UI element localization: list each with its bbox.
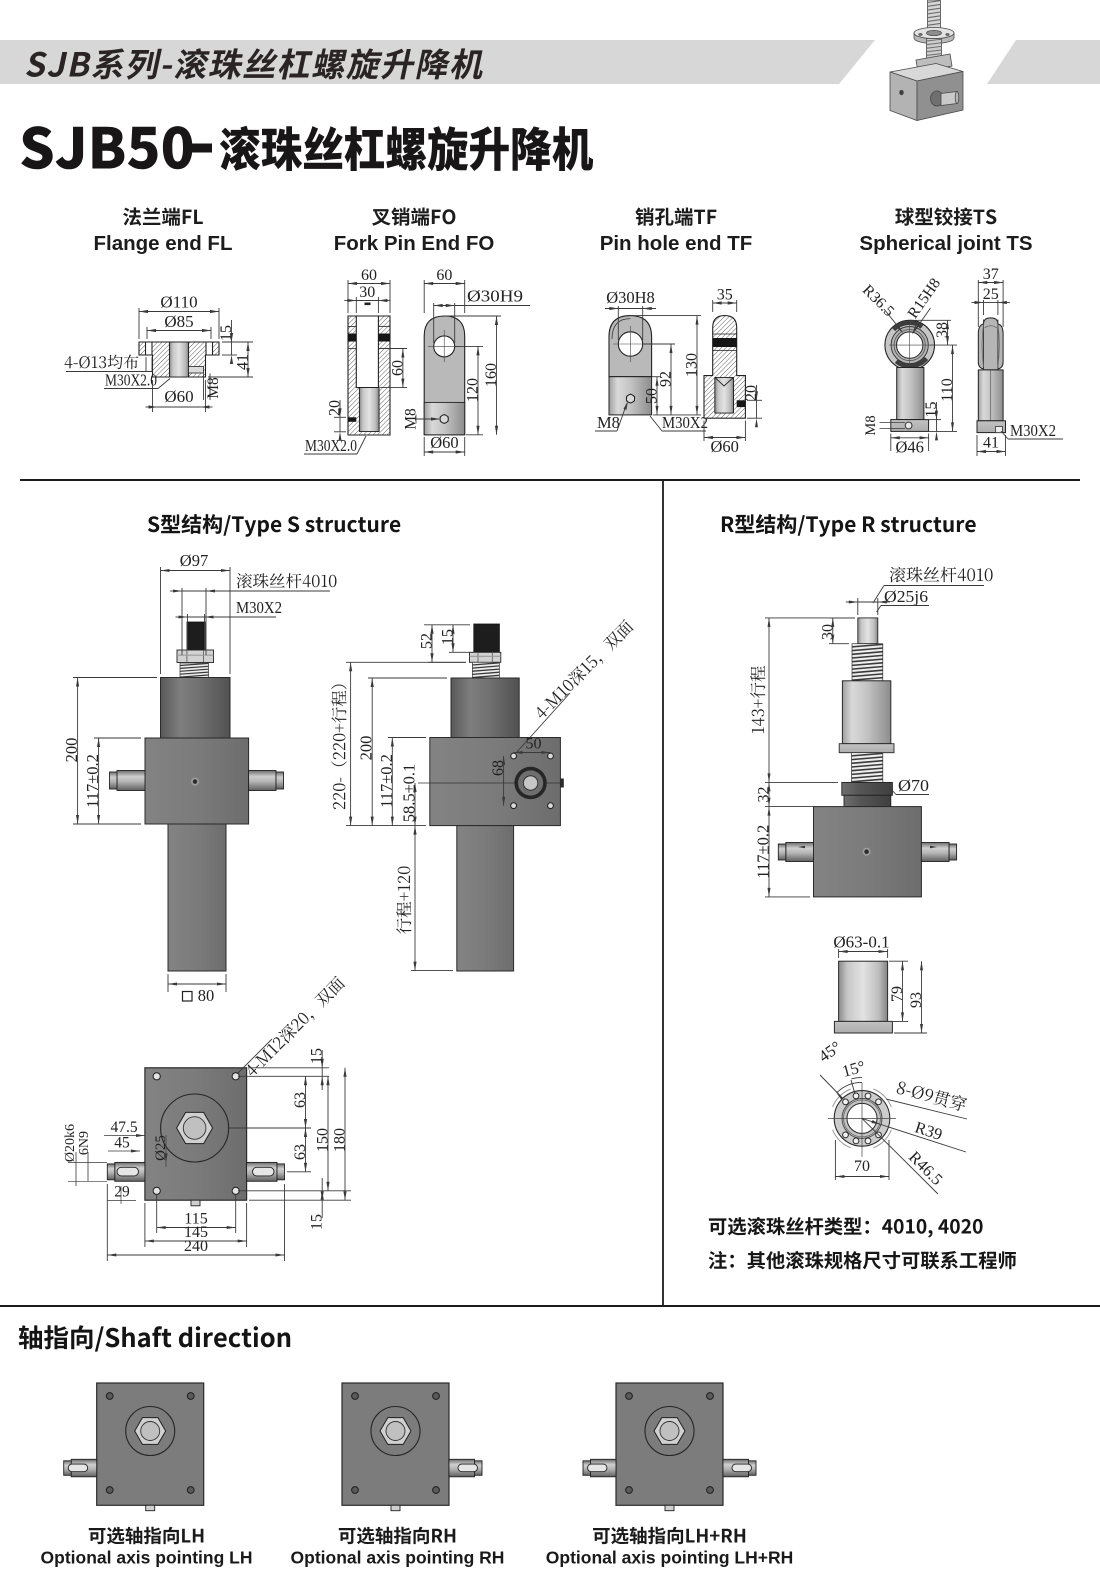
svg-text:Ø60: Ø60: [710, 437, 738, 456]
svg-text:47.5: 47.5: [110, 1119, 137, 1136]
svg-text:92: 92: [658, 371, 675, 387]
svg-text:Spherical joint TS: Spherical joint TS: [859, 232, 1032, 255]
svg-text:R36.5: R36.5: [859, 282, 898, 321]
svg-text:115: 115: [184, 1211, 207, 1228]
svg-text:52: 52: [419, 633, 436, 649]
svg-text:M8: M8: [863, 415, 879, 435]
svg-text:160: 160: [483, 363, 500, 387]
svg-text:Ø60: Ø60: [164, 387, 193, 406]
svg-text:M30X2.0: M30X2.0: [105, 371, 157, 390]
svg-text:130: 130: [684, 353, 701, 377]
svg-text:79: 79: [889, 986, 906, 1002]
svg-text:M30X2: M30X2: [236, 598, 282, 617]
svg-text:M8: M8: [205, 377, 222, 399]
svg-text:Ø20k6: Ø20k6: [63, 1124, 78, 1162]
svg-text:Ø63-0.1: Ø63-0.1: [833, 933, 889, 952]
svg-text:20: 20: [743, 385, 760, 401]
svg-text:Optional axis pointing LH+RH: Optional axis pointing LH+RH: [546, 1548, 793, 1568]
svg-text:Ø30H9: Ø30H9: [467, 287, 523, 306]
svg-text:50: 50: [526, 736, 542, 753]
svg-text:R15H8: R15H8: [905, 275, 945, 322]
svg-text:R46.5: R46.5: [905, 1147, 947, 1189]
svg-text:117±0.2: 117±0.2: [754, 825, 773, 879]
svg-text:Ø70: Ø70: [898, 776, 929, 795]
svg-text:15: 15: [923, 402, 940, 418]
svg-text:M30X2.0: M30X2.0: [305, 436, 357, 455]
svg-text:Ø60: Ø60: [430, 433, 458, 452]
svg-text:120: 120: [465, 378, 482, 402]
svg-text:35: 35: [717, 287, 733, 304]
svg-text:93: 93: [908, 992, 925, 1008]
svg-text:180: 180: [332, 1128, 349, 1152]
svg-text:Fork Pin End FO: Fork Pin End FO: [334, 232, 495, 255]
svg-text:Ø46: Ø46: [895, 438, 923, 457]
svg-text:110: 110: [939, 378, 956, 401]
svg-text:63: 63: [292, 1144, 309, 1160]
svg-text:M8: M8: [403, 408, 420, 430]
svg-text:30: 30: [359, 284, 375, 301]
svg-text:200: 200: [357, 736, 376, 761]
svg-text:150: 150: [315, 1128, 332, 1152]
svg-text:240: 240: [184, 1238, 208, 1255]
svg-text:60: 60: [436, 267, 452, 284]
svg-text:45: 45: [114, 1135, 130, 1152]
svg-text:15: 15: [309, 1048, 326, 1064]
svg-text:50: 50: [644, 388, 661, 404]
svg-text:32: 32: [756, 787, 773, 803]
svg-text:Ø97: Ø97: [180, 551, 208, 570]
svg-text:37: 37: [983, 266, 999, 283]
svg-text:Optional axis pointing LH: Optional axis pointing LH: [41, 1548, 253, 1568]
svg-text:M8: M8: [597, 413, 620, 432]
svg-text:15: 15: [440, 629, 457, 645]
svg-text:30: 30: [819, 624, 836, 640]
svg-text:200: 200: [62, 738, 81, 763]
svg-text:41: 41: [983, 435, 999, 452]
svg-text:Ø30H8: Ø30H8: [606, 288, 655, 307]
svg-text:60: 60: [361, 267, 377, 284]
svg-text:Ø25j6: Ø25j6: [884, 587, 928, 606]
svg-text:25: 25: [983, 286, 999, 303]
svg-text:63: 63: [292, 1092, 309, 1108]
svg-text:Ø110: Ø110: [160, 293, 197, 312]
svg-text:Optional axis pointing RH: Optional axis pointing RH: [291, 1548, 505, 1568]
svg-text:80: 80: [198, 986, 215, 1005]
svg-text:15: 15: [309, 1214, 326, 1230]
svg-text:60: 60: [389, 360, 406, 376]
svg-text:20: 20: [327, 400, 344, 416]
svg-text:M30X2: M30X2: [1010, 421, 1056, 440]
svg-text:29: 29: [114, 1184, 130, 1201]
svg-text:68: 68: [490, 760, 507, 776]
svg-text:58.5±0.1: 58.5±0.1: [400, 764, 419, 823]
svg-text:Flange end FL: Flange end FL: [94, 232, 233, 255]
svg-text:41: 41: [235, 354, 252, 370]
svg-text:15°: 15°: [840, 1057, 867, 1081]
svg-text:70: 70: [854, 1158, 870, 1175]
svg-text:15: 15: [218, 325, 235, 341]
svg-text:145: 145: [184, 1224, 208, 1241]
svg-text:117±0.2: 117±0.2: [377, 754, 396, 808]
svg-text:117±0.2: 117±0.2: [83, 754, 102, 808]
svg-text:38: 38: [934, 322, 951, 338]
svg-text:6N9: 6N9: [77, 1131, 92, 1155]
svg-text:R39: R39: [913, 1117, 945, 1144]
svg-text:M30X2: M30X2: [662, 413, 708, 432]
svg-text:Ø85: Ø85: [164, 312, 193, 331]
svg-text:Pin hole end TF: Pin hole end TF: [600, 232, 753, 255]
